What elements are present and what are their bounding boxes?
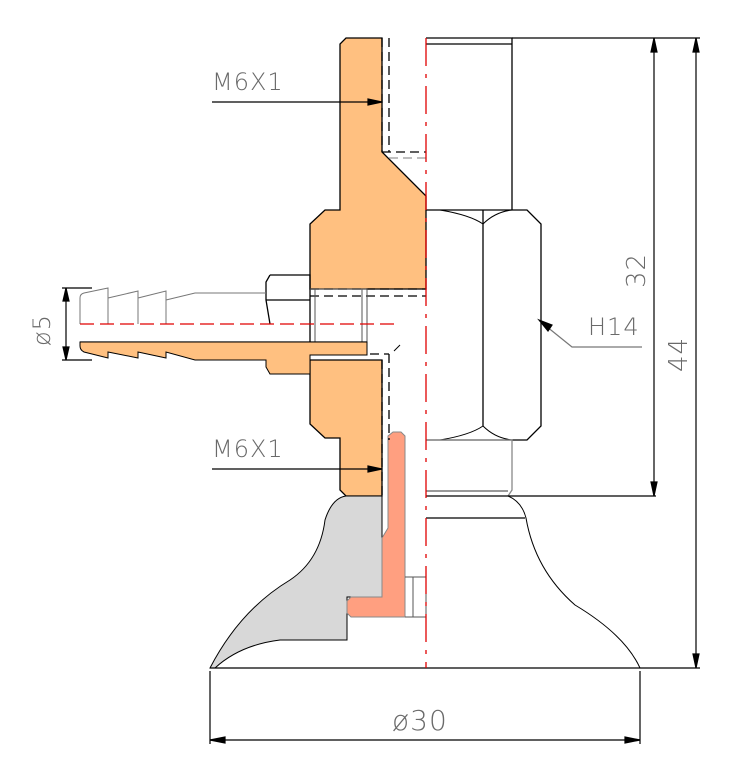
thread-hidden-bottom xyxy=(370,353,390,496)
label-thread-top: M6X1 xyxy=(212,68,284,96)
edge xyxy=(393,344,401,352)
centerline xyxy=(80,38,427,668)
thread-hidden-port xyxy=(310,288,426,297)
leader-hex xyxy=(540,321,642,348)
cup-left-section xyxy=(209,495,383,669)
upper-body-section xyxy=(309,37,427,290)
lower-body-section xyxy=(309,359,383,497)
label-thread-bottom: M6X1 xyxy=(212,435,284,463)
label-hose-diameter: ø5 xyxy=(28,314,56,346)
insert-ring xyxy=(405,576,427,618)
dim-44 xyxy=(692,37,700,669)
hose-barb-section xyxy=(79,341,368,375)
label-cup-diameter: ø30 xyxy=(392,704,448,737)
cup-right-profile xyxy=(507,495,641,669)
dim-30 xyxy=(209,671,641,744)
hex-arc-bottom xyxy=(439,425,513,441)
label-height-body: 32 xyxy=(622,252,652,288)
dim-5 xyxy=(62,287,92,361)
hose-barb-outline xyxy=(79,287,266,324)
dim-32 xyxy=(650,37,658,497)
insert-section xyxy=(346,431,406,618)
arrow-icon xyxy=(367,98,383,106)
thread-hidden-top xyxy=(381,38,426,159)
label-height-total: 44 xyxy=(664,336,694,372)
arrow-icon xyxy=(367,465,383,473)
fitting-hex xyxy=(265,274,311,355)
neck xyxy=(426,439,513,497)
fitting-thread xyxy=(310,288,368,342)
hex-arc-top xyxy=(439,209,513,225)
arrow-icon xyxy=(537,318,553,333)
upper-hex-outline xyxy=(426,37,513,210)
label-hex-size: H14 xyxy=(588,313,640,341)
